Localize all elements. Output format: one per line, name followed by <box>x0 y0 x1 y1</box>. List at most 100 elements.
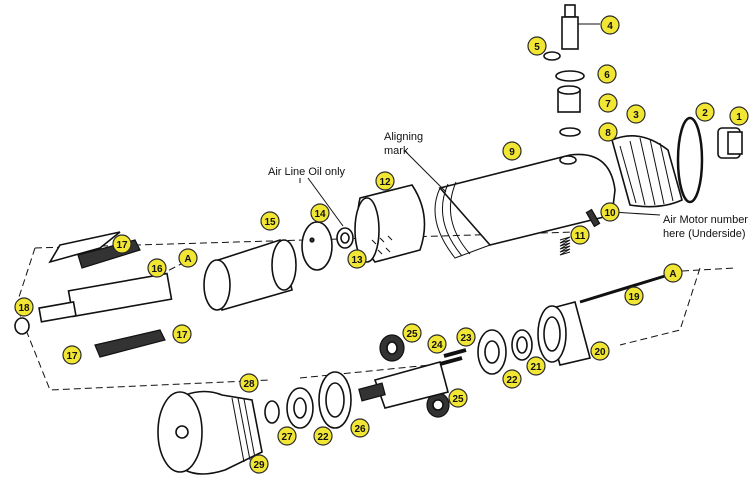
air-motor-number-callout-line2: here (Underside) <box>663 228 746 240</box>
planet-carrier-spindle <box>358 361 449 409</box>
part-24-badge: 24 <box>427 334 447 354</box>
part-14-badge: 14 <box>310 203 330 223</box>
svg-text:29: 29 <box>253 460 265 471</box>
svg-text:1: 1 <box>736 112 742 123</box>
svg-text:9: 9 <box>509 147 515 158</box>
svg-text:A: A <box>184 254 191 265</box>
part-10-screw <box>585 208 601 228</box>
svg-text:22: 22 <box>317 432 329 443</box>
svg-text:11: 11 <box>575 231 586 242</box>
part-22-badge-left: 22 <box>313 426 333 446</box>
part-17-badge-top: 17 <box>112 234 132 254</box>
part-23-badge: 23 <box>456 327 476 347</box>
part-8-badge: 8 <box>598 122 618 142</box>
part-2-ring <box>676 116 704 204</box>
svg-text:16: 16 <box>151 264 163 275</box>
svg-text:26: 26 <box>354 424 366 435</box>
air-line-oil-callout: Air Line Oil only <box>268 166 346 178</box>
part-8-washer <box>559 127 581 137</box>
part-29-badge: 29 <box>249 454 269 474</box>
part-14-end-plate <box>301 221 333 271</box>
part-4-badge: 4 <box>600 15 620 35</box>
svg-text:2: 2 <box>702 108 708 119</box>
part-9-badge: 9 <box>502 141 522 161</box>
svg-text:28: 28 <box>243 379 255 390</box>
part-21-bearing <box>511 329 533 361</box>
part-13-bearing <box>336 227 354 249</box>
part-18-nut <box>14 317 30 335</box>
svg-text:4: 4 <box>607 21 613 32</box>
part-22-bearing-right <box>477 329 507 375</box>
part-10-badge: 10 <box>600 202 620 222</box>
svg-text:24: 24 <box>431 340 443 351</box>
part-18-badge: 18 <box>14 297 34 317</box>
svg-text:8: 8 <box>605 128 611 139</box>
part-15-cylinder <box>203 238 297 312</box>
part-15-badge: 15 <box>260 211 280 231</box>
part-12-sleeve <box>354 184 426 263</box>
part-7-badge: 7 <box>598 93 618 113</box>
part-20-badge: 20 <box>590 341 610 361</box>
svg-text:3: 3 <box>633 110 639 121</box>
part-27-badge: 27 <box>277 426 297 446</box>
part-17-badge-right: 17 <box>172 324 192 344</box>
part-29-gear-housing <box>157 390 263 475</box>
alignment-a-badge-left: A <box>178 248 198 268</box>
part-22-badge-right: 22 <box>502 369 522 389</box>
svg-text:23: 23 <box>460 333 472 344</box>
part-3-end-cap <box>611 134 683 208</box>
part-21-badge: 21 <box>526 356 546 376</box>
part-28-badge: 28 <box>239 373 259 393</box>
part-1-badge: 1 <box>729 106 749 126</box>
part-11-spring <box>559 236 571 256</box>
part-5-badge: 5 <box>527 36 547 56</box>
svg-text:15: 15 <box>264 217 276 228</box>
svg-text:17: 17 <box>66 351 78 362</box>
part-26-badge: 26 <box>350 418 370 438</box>
part-25-gear-top <box>379 334 405 362</box>
part-13-badge: 13 <box>347 249 367 269</box>
part-16-badge: 16 <box>147 258 167 278</box>
part-9-housing <box>403 149 616 259</box>
part-4-valve-stem <box>561 4 600 50</box>
part-2-badge: 2 <box>695 102 715 122</box>
svg-text:13: 13 <box>351 255 363 266</box>
part-1-inlet-fitting <box>717 127 743 159</box>
part-7-bushing <box>557 85 581 113</box>
part-5-o-ring <box>543 51 561 61</box>
part-22-bearing-left <box>286 387 314 429</box>
part-25-badge-top: 25 <box>402 323 422 343</box>
svg-text:19: 19 <box>628 292 640 303</box>
svg-text:5: 5 <box>534 42 540 53</box>
svg-text:25: 25 <box>452 394 464 405</box>
svg-text:7: 7 <box>605 99 611 110</box>
part-6-badge: 6 <box>597 64 617 84</box>
part-12-badge: 12 <box>375 171 395 191</box>
svg-text:14: 14 <box>314 209 326 220</box>
part-24-pin <box>439 356 463 366</box>
part-26-ring-gear <box>318 371 352 429</box>
svg-text:21: 21 <box>530 362 542 373</box>
part-25-badge-bottom: 25 <box>448 388 468 408</box>
svg-text:17: 17 <box>116 240 128 251</box>
part-23-pin <box>443 348 467 358</box>
svg-text:18: 18 <box>18 303 30 314</box>
part-17-badge-left: 17 <box>62 345 82 365</box>
part-27-seal <box>264 400 280 424</box>
svg-text:12: 12 <box>379 177 391 188</box>
alignment-a-badge-right: A <box>663 263 683 283</box>
svg-text:17: 17 <box>176 330 188 341</box>
svg-text:27: 27 <box>281 432 293 443</box>
part-6-ring <box>555 70 585 82</box>
air-motor-number-callout-line1: Air Motor number <box>663 214 748 226</box>
part-19-badge: 19 <box>624 286 644 306</box>
aligning-mark-callout-line1: Aligning <box>384 131 423 143</box>
part-11-badge: 11 <box>570 225 590 245</box>
part-19-rod <box>579 274 666 304</box>
svg-text:22: 22 <box>506 375 518 386</box>
svg-text:10: 10 <box>604 208 616 219</box>
svg-text:20: 20 <box>594 347 606 358</box>
part-3-badge: 3 <box>626 104 646 124</box>
svg-text:6: 6 <box>604 70 610 81</box>
